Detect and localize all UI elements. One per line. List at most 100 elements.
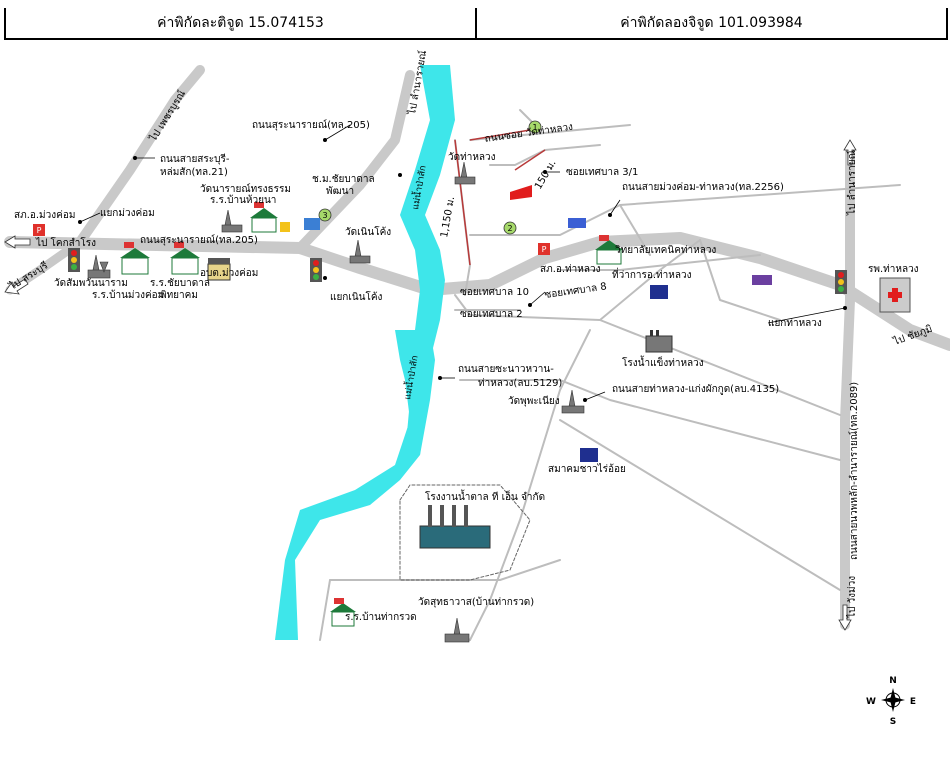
label-wat-narai: วัดนารายณ์ทรงธรรม bbox=[200, 183, 291, 195]
gas-station-icon bbox=[280, 222, 290, 232]
latitude-label: ค่าพิกัดละติจูด 15.074153 bbox=[157, 15, 324, 31]
marker-circle-1 bbox=[528, 120, 542, 134]
numbered-markers: 1 2 3 bbox=[318, 120, 542, 235]
label-college: วิทยาลัยเทคนิคท่าหลวง bbox=[615, 245, 717, 256]
label-post-office: ที่ว่าการอ.ท่าหลวง bbox=[612, 267, 692, 281]
temple-icon bbox=[561, 389, 585, 414]
label-to-khoksamrong: ไป โคกสำโรง bbox=[35, 236, 96, 249]
label-road-sabrama: ถนนสายซะนาวหวาน- bbox=[458, 364, 554, 375]
school-icon bbox=[330, 598, 356, 627]
label-soi-8: ซอยเทศบาล 8 bbox=[544, 281, 608, 301]
pasak-river-lower bbox=[395, 330, 435, 455]
sugar-factory-icon bbox=[419, 505, 491, 549]
arrow-west-icon bbox=[4, 235, 31, 249]
longitude-label: ค่าพิกัดลองจิจูด 101.093984 bbox=[475, 8, 946, 38]
label-soi-wat-thaluang: ถนนซอย วัดท่าหลวง bbox=[484, 122, 574, 145]
road-network bbox=[4, 65, 950, 641]
label-wat-noenkhong: วัดเนินโค้ง bbox=[345, 225, 391, 238]
label-to-wangmuang: ไป วังม่วง bbox=[846, 576, 858, 619]
compass-s: S bbox=[890, 717, 896, 727]
school-icon bbox=[120, 242, 150, 275]
road-highway-21 bbox=[75, 65, 205, 247]
label-road-saraburi-lomsak: ถนนสายสระบุรี- bbox=[160, 153, 230, 165]
distance-lines bbox=[454, 129, 546, 266]
label-to-phetchabun: ไป เพชรบูรณ์ bbox=[147, 88, 188, 144]
school-icon bbox=[170, 242, 200, 275]
label-to-saraburi: ไป สระบุรี bbox=[6, 259, 50, 293]
label-ngo-chaibadan-2: พัฒนา bbox=[326, 186, 354, 197]
temple-icon bbox=[444, 617, 470, 643]
label-sakho-thaluang: สภ.อ.ท่าหลวง bbox=[540, 264, 601, 275]
label-soi-10: ซอยเทศบาล 10 bbox=[460, 287, 529, 298]
temple-icon bbox=[221, 209, 243, 233]
temple-icons bbox=[87, 161, 585, 643]
association-icon bbox=[580, 448, 598, 462]
label-wat-phutthanimit: วัดพุพะเนียง bbox=[508, 395, 560, 407]
label-obt-muangkhom: อบต.ม่วงค่อม bbox=[200, 268, 258, 279]
marker-circle-2 bbox=[503, 221, 517, 235]
label-ice-factory: โรงน้ำแข็งท่าหลวง bbox=[622, 355, 704, 369]
compass-rose-icon: N S E W bbox=[866, 676, 916, 727]
school-icon bbox=[250, 202, 278, 233]
target-site-marker bbox=[510, 185, 532, 200]
government-office-icon bbox=[650, 285, 668, 299]
direction-arrows bbox=[4, 139, 857, 631]
svg-text:P: P bbox=[542, 245, 547, 254]
label-school-phitthayakhom: พิทยาคม bbox=[160, 290, 198, 301]
label-road-suranarai-top: ถนนสุระนารายณ์(ทล.205) bbox=[252, 119, 370, 131]
school-icons: P P bbox=[33, 202, 911, 627]
traffic-lights bbox=[68, 248, 847, 294]
ice-factory-icon bbox=[645, 330, 673, 353]
marker-number-3: 3 bbox=[322, 211, 327, 220]
label-yaek-muangkhom: แยกม่วงค่อม bbox=[100, 208, 155, 219]
temple-icon bbox=[349, 239, 371, 264]
label-soi-2: ซอยเทศบาล 2 bbox=[460, 309, 523, 320]
compass-n: N bbox=[889, 676, 897, 686]
traffic-light-icon bbox=[68, 248, 80, 272]
arrow-south-icon bbox=[838, 604, 852, 631]
label-association: สมาคมชาวไร่อ้อย bbox=[548, 463, 626, 475]
label-hospital: รพ.ท่าหลวง bbox=[868, 264, 919, 275]
pointer-dots bbox=[78, 138, 847, 402]
label-pointers bbox=[79, 124, 846, 401]
marker-number-2: 2 bbox=[507, 224, 512, 233]
store-icon bbox=[304, 218, 320, 230]
label-factory: โรงงานน้ำตาล ที เอ็น จำกัด bbox=[425, 489, 545, 503]
label-wat-sanpawan: วัดสัมพวันนาราม bbox=[54, 278, 128, 289]
police-icon: P bbox=[33, 224, 45, 236]
traffic-light-icon bbox=[835, 270, 847, 294]
arrow-north-icon bbox=[843, 139, 857, 166]
label-road-sabrama-2: ท่าหลวง(ลบ.5129) bbox=[478, 378, 562, 389]
coordinate-header: ค่าพิกัดละติจูด 15.074153 ค่าพิกัดลองจิจ… bbox=[4, 8, 948, 40]
store-icon bbox=[568, 218, 586, 228]
temple-icon bbox=[87, 254, 111, 279]
compass-e: E bbox=[910, 697, 916, 707]
label-school-chaibadan: ร.ร.ชัยบาดาล bbox=[150, 278, 210, 289]
office-icon bbox=[207, 258, 231, 281]
label-dist-150: 150 ม. bbox=[533, 158, 559, 191]
label-school-thakruat: ร.ร.บ้านท่ากรวด bbox=[345, 611, 417, 623]
label-road-saraburi-lomsak-2: หล่มสัก(ทล.21) bbox=[160, 167, 228, 178]
marker-circle-3 bbox=[318, 208, 332, 222]
label-road-suranarai-left: ถนนสุระนารายณ์(ทล.205) bbox=[140, 234, 258, 246]
label-to-lamnarai-right: ไป ลำนารายณ์ bbox=[846, 150, 858, 216]
label-school-ban-huaiyana: ร.ร.บ้านห้วยนา bbox=[210, 194, 276, 206]
label-sakho-muangkhom: สภ.อ.ม่วงค่อม bbox=[14, 210, 75, 221]
label-wat-thaluang: วัดท่าหลวง bbox=[448, 152, 496, 163]
label-soi-3-1: ซอยเทศบาล 3/1 bbox=[566, 167, 638, 178]
label-wat-suthawat: วัดสุทธาวาส(บ้านท่ากรวด) bbox=[418, 596, 534, 608]
label-school-ban-muangkhom: ร.ร.บ้านม่วงค่อม bbox=[92, 289, 164, 301]
store-icon bbox=[752, 275, 772, 285]
label-ngo-chaibadan: ช.ม.ชัยบาดาล bbox=[312, 174, 375, 185]
hospital-icon bbox=[879, 277, 911, 313]
police-icon: P bbox=[538, 243, 550, 255]
arrow-southwest-icon bbox=[4, 278, 29, 295]
label-road-vertical: ถนนสายนวพหลัก-ลำนารายณ์(ทล.2089) bbox=[848, 382, 860, 560]
road-2089 bbox=[840, 145, 855, 630]
label-yaek-thaluang: แยกท่าหลวง bbox=[768, 318, 822, 329]
temple-icon bbox=[454, 161, 476, 185]
pasak-river bbox=[275, 65, 455, 640]
label-road-muangkhom-thaluang: ถนนสายม่วงค่อม-ท่าหลวง(ทล.2256) bbox=[622, 182, 784, 193]
label-dist-1150: 1,150 ม. bbox=[439, 196, 457, 239]
traffic-light-icon bbox=[310, 258, 322, 282]
